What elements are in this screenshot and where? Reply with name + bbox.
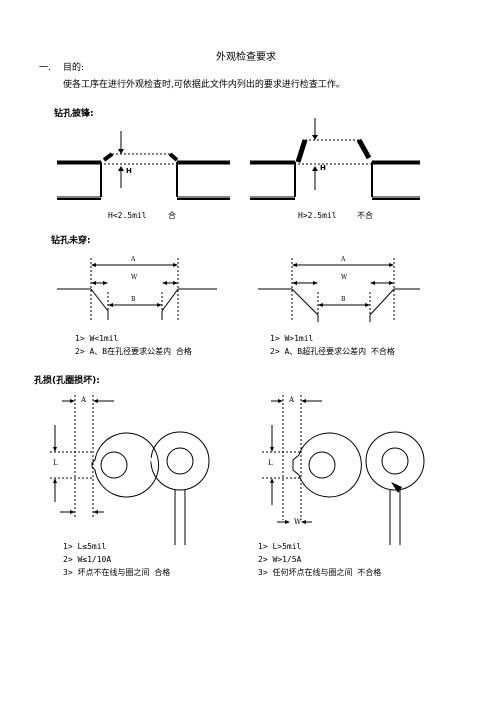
ring-heading: 孔损(孔圈损坏): — [34, 376, 100, 386]
burr-right-diagram — [250, 118, 420, 200]
burr-left-result: 合 — [168, 211, 176, 220]
ring-left-diagram — [50, 395, 210, 545]
ring-left-note-2: 2> W≤1/10A — [63, 555, 112, 564]
unpierced-right-note-1: 1> W>1mil — [270, 334, 314, 343]
unpierced-left-b-label: B — [131, 296, 136, 303]
burr-right-h-label: H — [320, 164, 326, 172]
ring-right-a-label: A — [289, 396, 295, 404]
section-number: 一. — [39, 63, 51, 73]
ring-left-l-label: L — [53, 459, 58, 467]
ring-left-note-1: 1> L≤5mil — [63, 542, 107, 551]
unpierced-right-a-label: A — [341, 256, 346, 263]
burr-left-h-label: H — [126, 167, 132, 175]
unpierced-left-w-label: W — [131, 274, 138, 281]
ring-right-w-label: W — [294, 518, 302, 526]
section-heading: 目的: — [63, 63, 85, 73]
ring-right-note-2: 2> W>1/5A — [258, 555, 302, 564]
unpierced-right-note-2: 2> A、B超孔径要求公差内 不合格 — [270, 347, 395, 356]
page-title: 外观检查要求 — [216, 52, 276, 63]
burr-heading: 钻孔披锋: — [54, 109, 94, 119]
burr-left-diagram — [57, 131, 230, 200]
unpierced-right-w-label: W — [341, 274, 348, 281]
unpierced-left-diagram — [57, 258, 217, 320]
unpierced-left-a-label: A — [131, 256, 136, 263]
ring-right-diagram — [262, 395, 425, 545]
unpierced-right-b-label: B — [341, 296, 346, 303]
section-body: 使各工序在进行外观检查时,可依据此文件内列出的要求进行检查工作。 — [63, 80, 345, 90]
ring-left-note-3: 3> 坏点不在线与圈之间 合格 — [63, 568, 171, 577]
unpierced-heading: 钻孔未穿: — [51, 236, 91, 246]
ring-left-a-label: A — [81, 396, 87, 404]
burr-right-caption: H>2.5mil — [298, 211, 337, 220]
burr-left-caption: H<2.5mil — [108, 211, 147, 220]
unpierced-left-note-2: 2> A、B在孔径要求公差内 合格 — [75, 347, 192, 356]
ring-right-note-3: 3> 任何坏点在线与圈之间 不合格 — [258, 568, 382, 577]
ring-right-note-1: 1> L>5mil — [258, 542, 302, 551]
ring-right-l-label: L — [268, 459, 273, 467]
unpierced-right-diagram — [258, 258, 420, 322]
burr-right-result: 不合 — [357, 211, 373, 220]
unpierced-left-note-1: 1> W<1mil — [75, 334, 119, 343]
